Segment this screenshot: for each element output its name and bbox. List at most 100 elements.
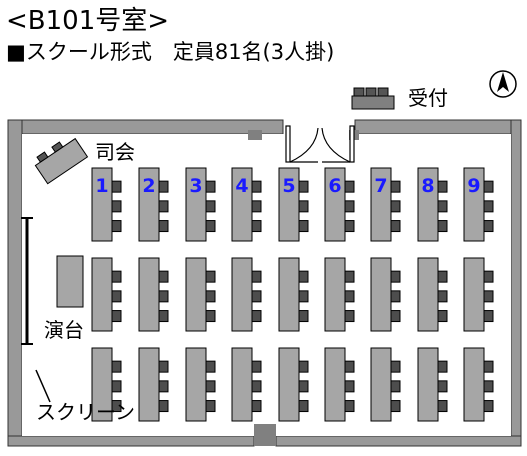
chair — [158, 360, 169, 373]
chair — [251, 360, 262, 373]
chair — [111, 270, 122, 283]
chair — [251, 200, 262, 213]
chair — [111, 290, 122, 303]
chair — [298, 360, 309, 373]
chair — [483, 360, 494, 373]
table-r3-c1 — [91, 347, 122, 422]
table-r1-c4: 4 — [231, 167, 262, 242]
chair — [251, 220, 262, 233]
table-r1-c1: 1 — [91, 167, 122, 242]
chair — [298, 220, 309, 233]
chair — [483, 400, 494, 413]
table-number: 1 — [95, 175, 108, 197]
chair — [251, 380, 262, 393]
chair — [344, 200, 355, 213]
table-number: 8 — [421, 175, 434, 197]
chair — [205, 400, 216, 413]
chair — [111, 400, 122, 413]
chair — [298, 400, 309, 413]
chair — [111, 220, 122, 233]
chair — [437, 360, 448, 373]
chair — [344, 360, 355, 373]
chair — [158, 400, 169, 413]
chair — [390, 400, 401, 413]
screen-label: スクリーン — [36, 400, 135, 424]
chair — [205, 180, 216, 193]
chair — [390, 310, 401, 323]
chair — [483, 310, 494, 323]
table-r3-c2 — [138, 347, 169, 422]
reception-label: 受付 — [408, 86, 448, 110]
host-label: 司会 — [95, 140, 135, 164]
table-r2-c9 — [463, 257, 494, 332]
chair — [437, 380, 448, 393]
table-r2-c5 — [278, 257, 309, 332]
table-r2-c3 — [185, 257, 216, 332]
chair — [344, 270, 355, 283]
podium-label: 演台 — [44, 318, 84, 342]
table-r2-c4 — [231, 257, 262, 332]
chair — [437, 290, 448, 303]
table-number: 4 — [235, 175, 248, 197]
table-r3-c3 — [185, 347, 216, 422]
chair — [344, 400, 355, 413]
chair — [298, 290, 309, 303]
chair — [437, 270, 448, 283]
chair — [298, 200, 309, 213]
chair — [158, 290, 169, 303]
page-title: <B101号室> — [6, 6, 170, 36]
projection-screen — [21, 217, 51, 403]
chair — [251, 290, 262, 303]
chair — [344, 180, 355, 193]
chair — [111, 200, 122, 213]
table-number: 9 — [467, 175, 480, 197]
chair — [483, 180, 494, 193]
chair — [298, 180, 309, 193]
entrance-door[interactable] — [285, 125, 355, 163]
table-r1-c6: 6 — [324, 167, 355, 242]
chair — [390, 200, 401, 213]
chair — [205, 360, 216, 373]
chair — [158, 380, 169, 393]
chair — [251, 400, 262, 413]
chair — [251, 270, 262, 283]
room-walls — [7, 119, 522, 447]
table-number: 5 — [282, 175, 295, 197]
table-r3-c7 — [370, 347, 401, 422]
chair — [390, 180, 401, 193]
chair — [158, 220, 169, 233]
table-r2-c6 — [324, 257, 355, 332]
chair — [483, 380, 494, 393]
chair — [344, 310, 355, 323]
table-r1-c7: 7 — [370, 167, 401, 242]
table-r1-c2: 2 — [138, 167, 169, 242]
table-r2-c1 — [91, 257, 122, 332]
table-r1-c3: 3 — [185, 167, 216, 242]
podium — [56, 255, 84, 308]
chair — [344, 220, 355, 233]
chair — [251, 310, 262, 323]
chair — [158, 180, 169, 193]
table-number: 3 — [189, 175, 202, 197]
chair — [205, 380, 216, 393]
chair — [437, 200, 448, 213]
table-r3-c8 — [417, 347, 448, 422]
north-arrow-icon — [489, 70, 517, 98]
table-r2-c8 — [417, 257, 448, 332]
chair — [344, 380, 355, 393]
chair — [205, 200, 216, 213]
chair — [158, 270, 169, 283]
chair — [205, 270, 216, 283]
pillar — [248, 130, 262, 140]
chair — [437, 310, 448, 323]
chair — [158, 200, 169, 213]
chair — [111, 310, 122, 323]
chair — [390, 290, 401, 303]
chair — [111, 380, 122, 393]
reception-desk — [351, 87, 395, 110]
table-r3-c6 — [324, 347, 355, 422]
table-r2-c2 — [138, 257, 169, 332]
chair — [437, 180, 448, 193]
table-number: 6 — [328, 175, 341, 197]
